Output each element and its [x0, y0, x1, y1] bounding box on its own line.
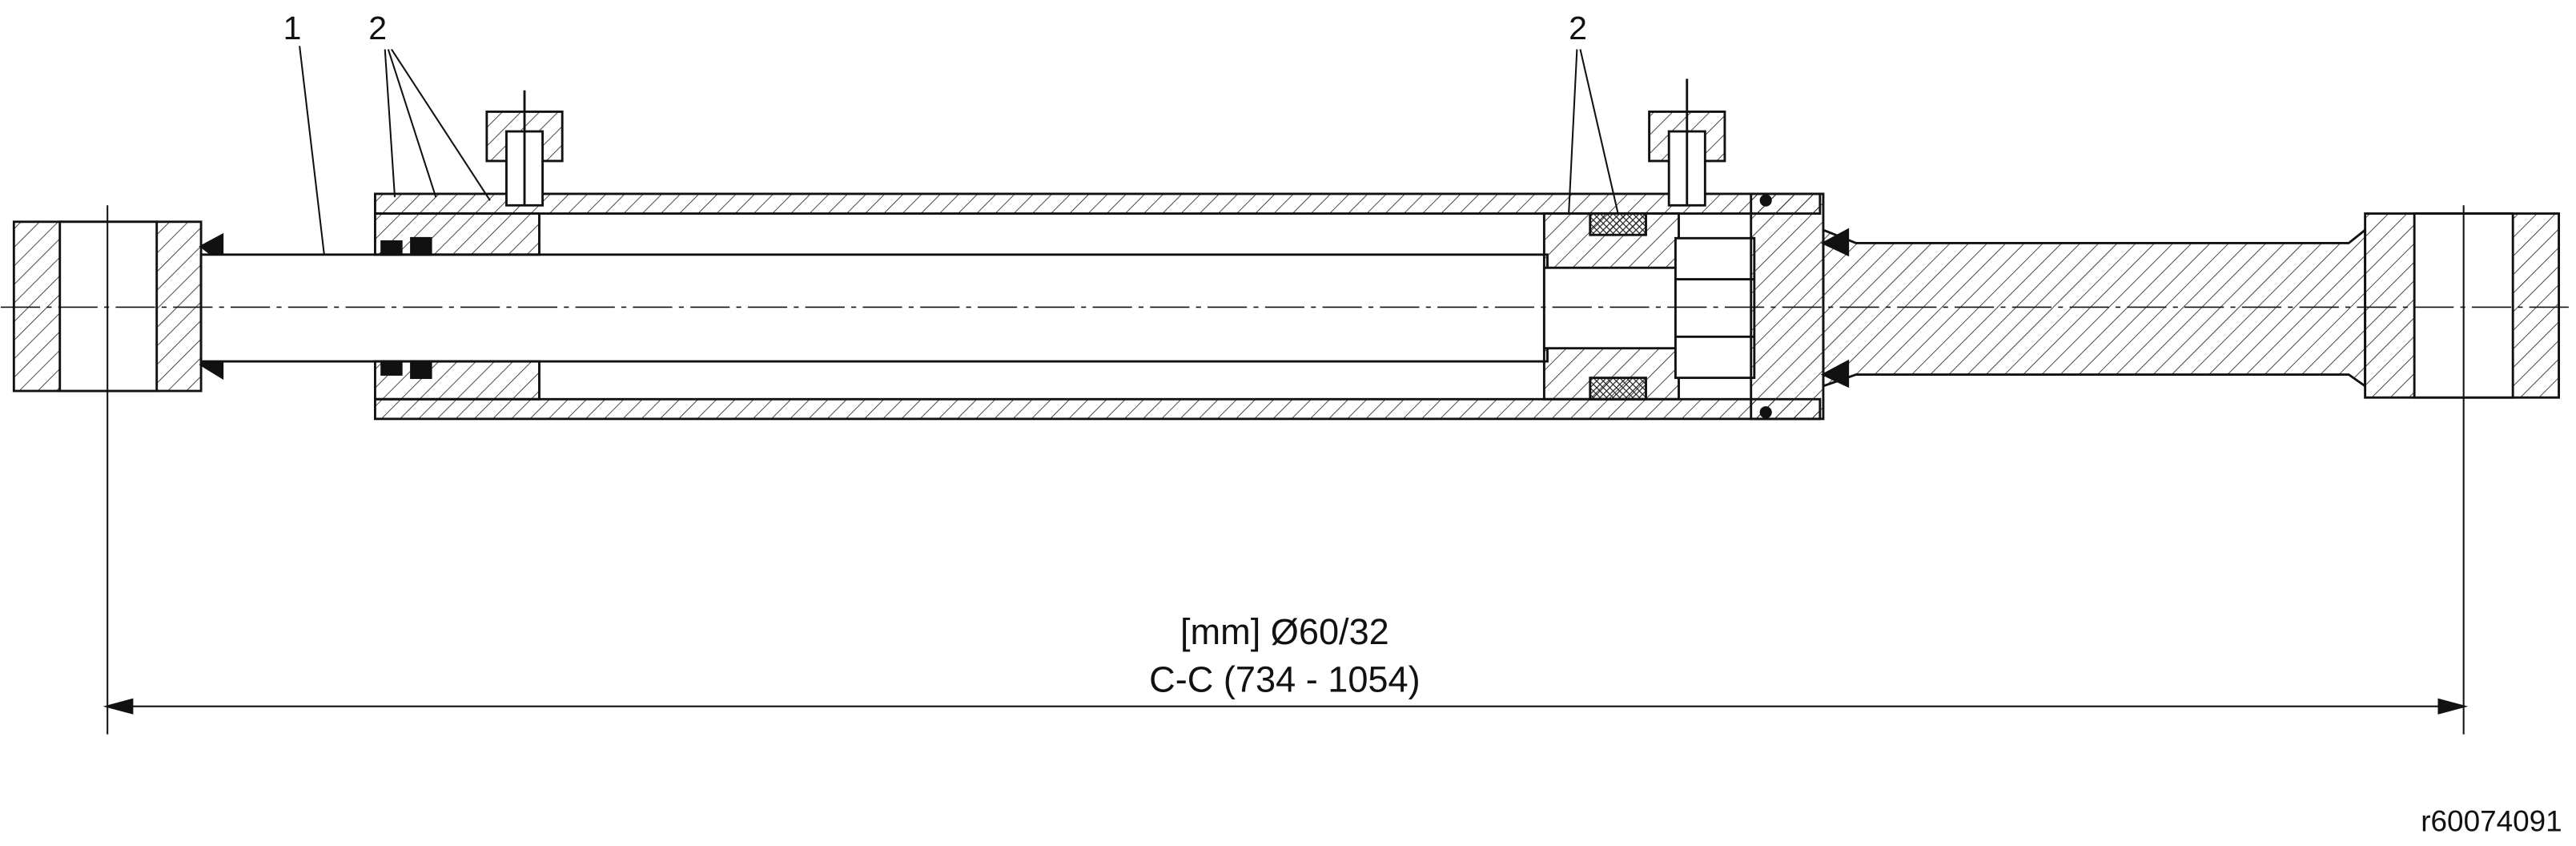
leader-lines	[299, 46, 1619, 255]
end-cap	[1750, 192, 1825, 421]
center-to-center-dimension: C-C (734 - 1054)	[1149, 659, 1420, 699]
bore-rod-dimension: [mm] Ø60/32	[1180, 611, 1389, 652]
base-extension	[1820, 228, 2367, 389]
right-rod-eye	[2364, 212, 2561, 399]
arrow-left	[102, 698, 134, 715]
cylinder-barrel	[373, 192, 1822, 421]
piston	[1542, 212, 1756, 401]
drawing-id: r60074091	[2421, 805, 2562, 838]
callout-2-left: 2	[368, 10, 387, 46]
port-fitting-left	[485, 90, 564, 207]
port-fitting-right	[1648, 79, 1726, 207]
callout-1: 1	[283, 10, 302, 46]
callout-2-right: 2	[1569, 10, 1587, 46]
left-rod-eye	[12, 220, 224, 393]
piston-rod	[199, 253, 1549, 363]
gland	[373, 212, 541, 401]
arrow-right	[2437, 698, 2469, 715]
